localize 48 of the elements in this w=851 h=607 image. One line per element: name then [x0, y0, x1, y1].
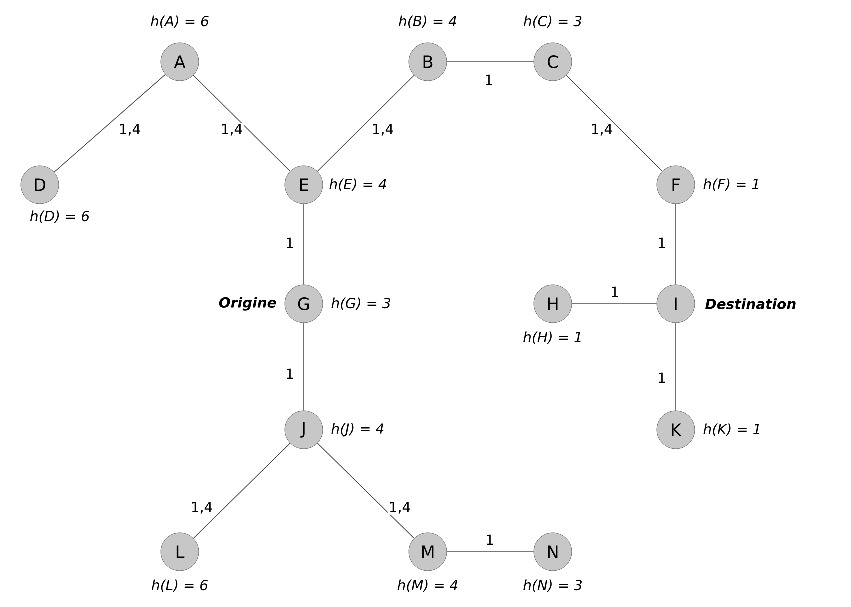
- heuristic-label: h(H) = 1: [524, 332, 581, 344]
- graph-node: H: [534, 284, 572, 324]
- graph-node: D: [20, 166, 60, 204]
- heuristic-label: h(D) = 6: [30, 210, 90, 224]
- edge-label: 1: [484, 74, 494, 86]
- graph-node: G: [284, 284, 324, 324]
- heuristic-label: h(B) = 4: [399, 16, 456, 28]
- graph-node: F: [656, 166, 696, 204]
- heuristic-label: h(J) = 4: [332, 423, 384, 437]
- graph-node: M: [408, 532, 448, 572]
- heuristic-label: h(F) = 1: [704, 178, 758, 192]
- heuristic-label: Destination: [706, 298, 796, 310]
- graph-node: E: [284, 166, 324, 204]
- edge-label: 1: [656, 236, 668, 250]
- heuristic-label: h(E) = 4: [330, 178, 386, 192]
- graph-node: B: [408, 42, 448, 82]
- heuristic-label: h(G) = 3: [332, 298, 390, 310]
- heuristic-label: h(L) = 6: [152, 580, 208, 592]
- heuristic-label: h(N) = 3: [524, 580, 582, 592]
- edge: [193, 75, 291, 172]
- graph-node: L: [160, 532, 200, 572]
- graph-node: N: [534, 532, 572, 572]
- graph-node: I: [656, 284, 696, 324]
- edge-label: 1: [610, 286, 620, 298]
- graph-node: J: [284, 410, 324, 450]
- edge-label: 1: [284, 236, 296, 250]
- heuristic-label: Origine: [219, 297, 276, 311]
- edge: [317, 75, 415, 172]
- graph-node: A: [160, 42, 200, 82]
- edge: [54, 74, 166, 173]
- graph-node: K: [656, 410, 696, 450]
- edge-label: 1,4: [388, 501, 412, 515]
- heuristic-label: h(C) = 3: [524, 16, 582, 28]
- heuristic-label: h(M) = 4: [398, 580, 458, 592]
- edge: [317, 443, 415, 539]
- graph-node: C: [534, 42, 572, 82]
- edge-label: 1: [484, 534, 496, 546]
- edge-label: 1,4: [370, 123, 396, 137]
- edge-label: 1,4: [118, 123, 142, 137]
- edge-label: 1: [656, 372, 668, 384]
- edge-label: 1: [284, 368, 296, 380]
- edge-label: 1,4: [590, 123, 614, 137]
- heuristic-label: h(A) = 6: [151, 16, 209, 28]
- edge: [193, 443, 291, 539]
- edge-label: 1,4: [190, 501, 214, 515]
- edge-label: 1,4: [220, 123, 244, 137]
- heuristic-label: h(K) = 1: [704, 424, 760, 436]
- edge: [566, 75, 663, 172]
